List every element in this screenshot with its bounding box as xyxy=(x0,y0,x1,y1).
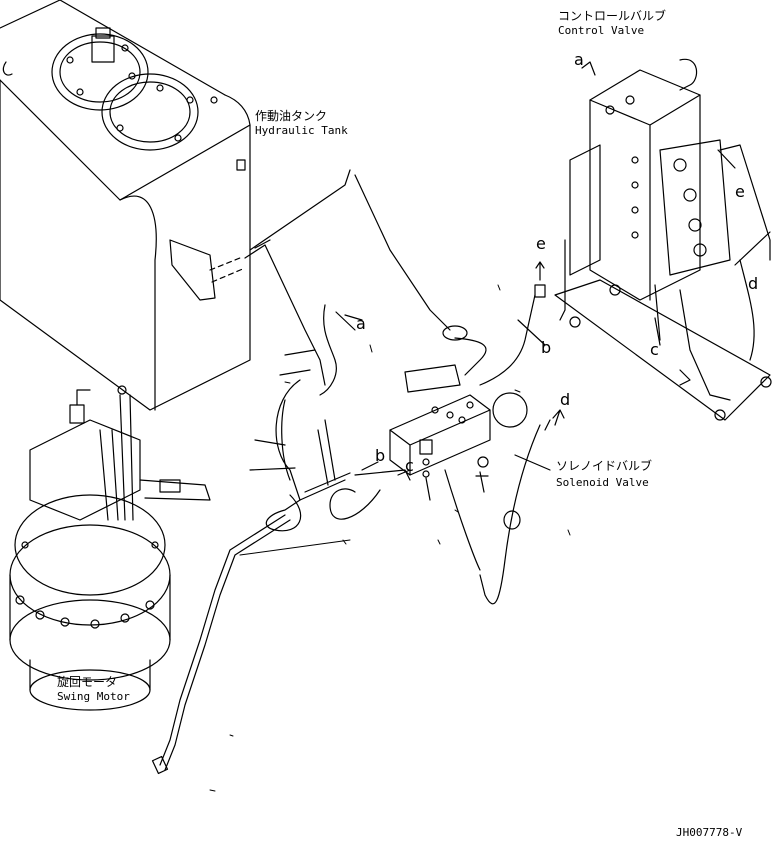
connection-label-b: b xyxy=(541,338,552,357)
hydraulic-tank-drawing xyxy=(0,0,251,411)
connection-label-c: c xyxy=(650,340,659,359)
swing-motor-label-jp: 旋回モータ xyxy=(57,675,118,689)
swing-motor-drawing xyxy=(9,385,211,711)
callout-ticks xyxy=(209,284,571,792)
hydraulic-tank-label-en: Hydraulic Tank xyxy=(255,124,348,137)
connection-label-d: d xyxy=(560,390,571,409)
drawing-code: JH007778-V xyxy=(676,826,743,839)
connection-label-b: b xyxy=(375,446,386,465)
control-valve-label-jp: コントロールバルブ xyxy=(558,9,667,23)
connection-label-a: a xyxy=(356,314,366,333)
connection-label-a: a xyxy=(574,50,584,69)
solenoid-valve-drawing xyxy=(389,364,528,501)
control-valve-label-en: Control Valve xyxy=(558,24,645,37)
leader-lines xyxy=(335,61,771,476)
connection-label-e: e xyxy=(735,182,745,201)
solenoid-valve-label-en: Solenoid Valve xyxy=(556,476,649,489)
connection-label-d: d xyxy=(748,274,759,293)
connection-label-e: e xyxy=(536,234,546,253)
solenoid-valve-label-jp: ソレノイドバルブ xyxy=(556,459,653,473)
hydraulic-tank-label-jp: 作動油タンク xyxy=(255,109,328,123)
swing-motor-label-en: Swing Motor xyxy=(57,690,130,703)
connection-label-c: c xyxy=(405,456,414,475)
control-valve-drawing xyxy=(554,58,772,421)
hose-lines xyxy=(151,169,551,775)
